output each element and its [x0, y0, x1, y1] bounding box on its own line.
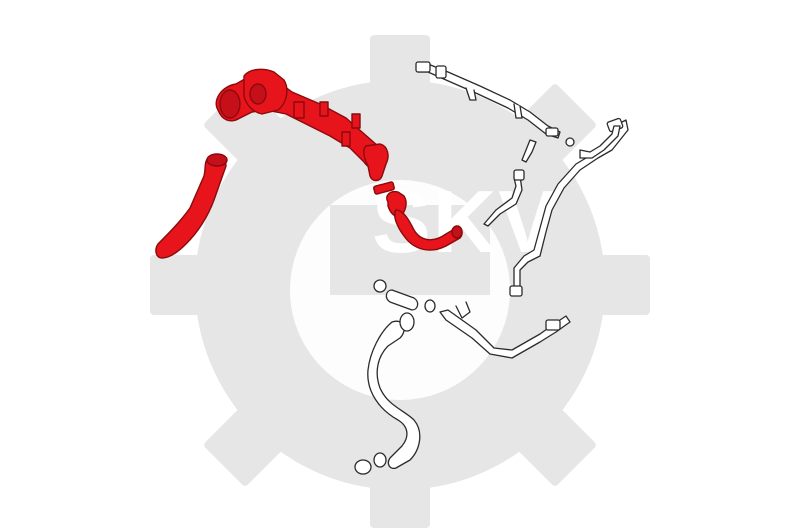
coolant-hose-lower — [367, 320, 421, 470]
pipe-fitting — [513, 169, 525, 181]
metal-pipe-branch-lower — [483, 175, 523, 227]
hose-clamp — [373, 279, 387, 293]
red-outlet-elbow — [363, 143, 389, 182]
gear-tooth — [590, 255, 650, 315]
red-short-hose — [386, 190, 407, 218]
o-ring — [424, 299, 436, 313]
outlined-parts — [354, 61, 629, 475]
connector-hose — [385, 289, 419, 311]
highlighted-parts — [155, 68, 463, 259]
hose-end — [451, 225, 463, 239]
pipe-fitting — [509, 285, 523, 297]
red-lower-hose — [155, 154, 227, 259]
pipe-fitting — [435, 65, 447, 79]
gear-tooth — [150, 255, 210, 315]
hose-clamp — [354, 459, 372, 475]
metal-pipe-right-top — [579, 125, 621, 159]
manifold-port — [219, 89, 241, 119]
o-ring — [565, 137, 575, 147]
manifold-bracket — [319, 101, 329, 117]
hose-clamp — [373, 452, 387, 468]
manifold-bracket — [351, 113, 361, 129]
manifold-bracket — [293, 101, 305, 119]
hose-clamp — [399, 312, 415, 332]
gear-tooth — [514, 404, 596, 486]
gear-tooth — [204, 404, 286, 486]
pipe-bracket — [465, 87, 477, 101]
metal-pipe-lower-right — [439, 309, 571, 359]
gear-inner-band — [330, 205, 490, 295]
manifold-bracket — [341, 131, 351, 147]
pipe-fitting — [545, 319, 561, 331]
hose-end — [206, 153, 228, 167]
metal-pipe-branch — [521, 139, 537, 163]
gear-tooth — [370, 35, 430, 95]
pipe-fitting — [415, 61, 431, 73]
red-clamp — [373, 181, 395, 195]
pipe-bracket — [513, 103, 523, 119]
pipe-fitting — [545, 127, 559, 137]
pipe-bracket — [455, 301, 471, 319]
manifold-port — [249, 83, 267, 105]
gear-tooth — [370, 470, 430, 528]
